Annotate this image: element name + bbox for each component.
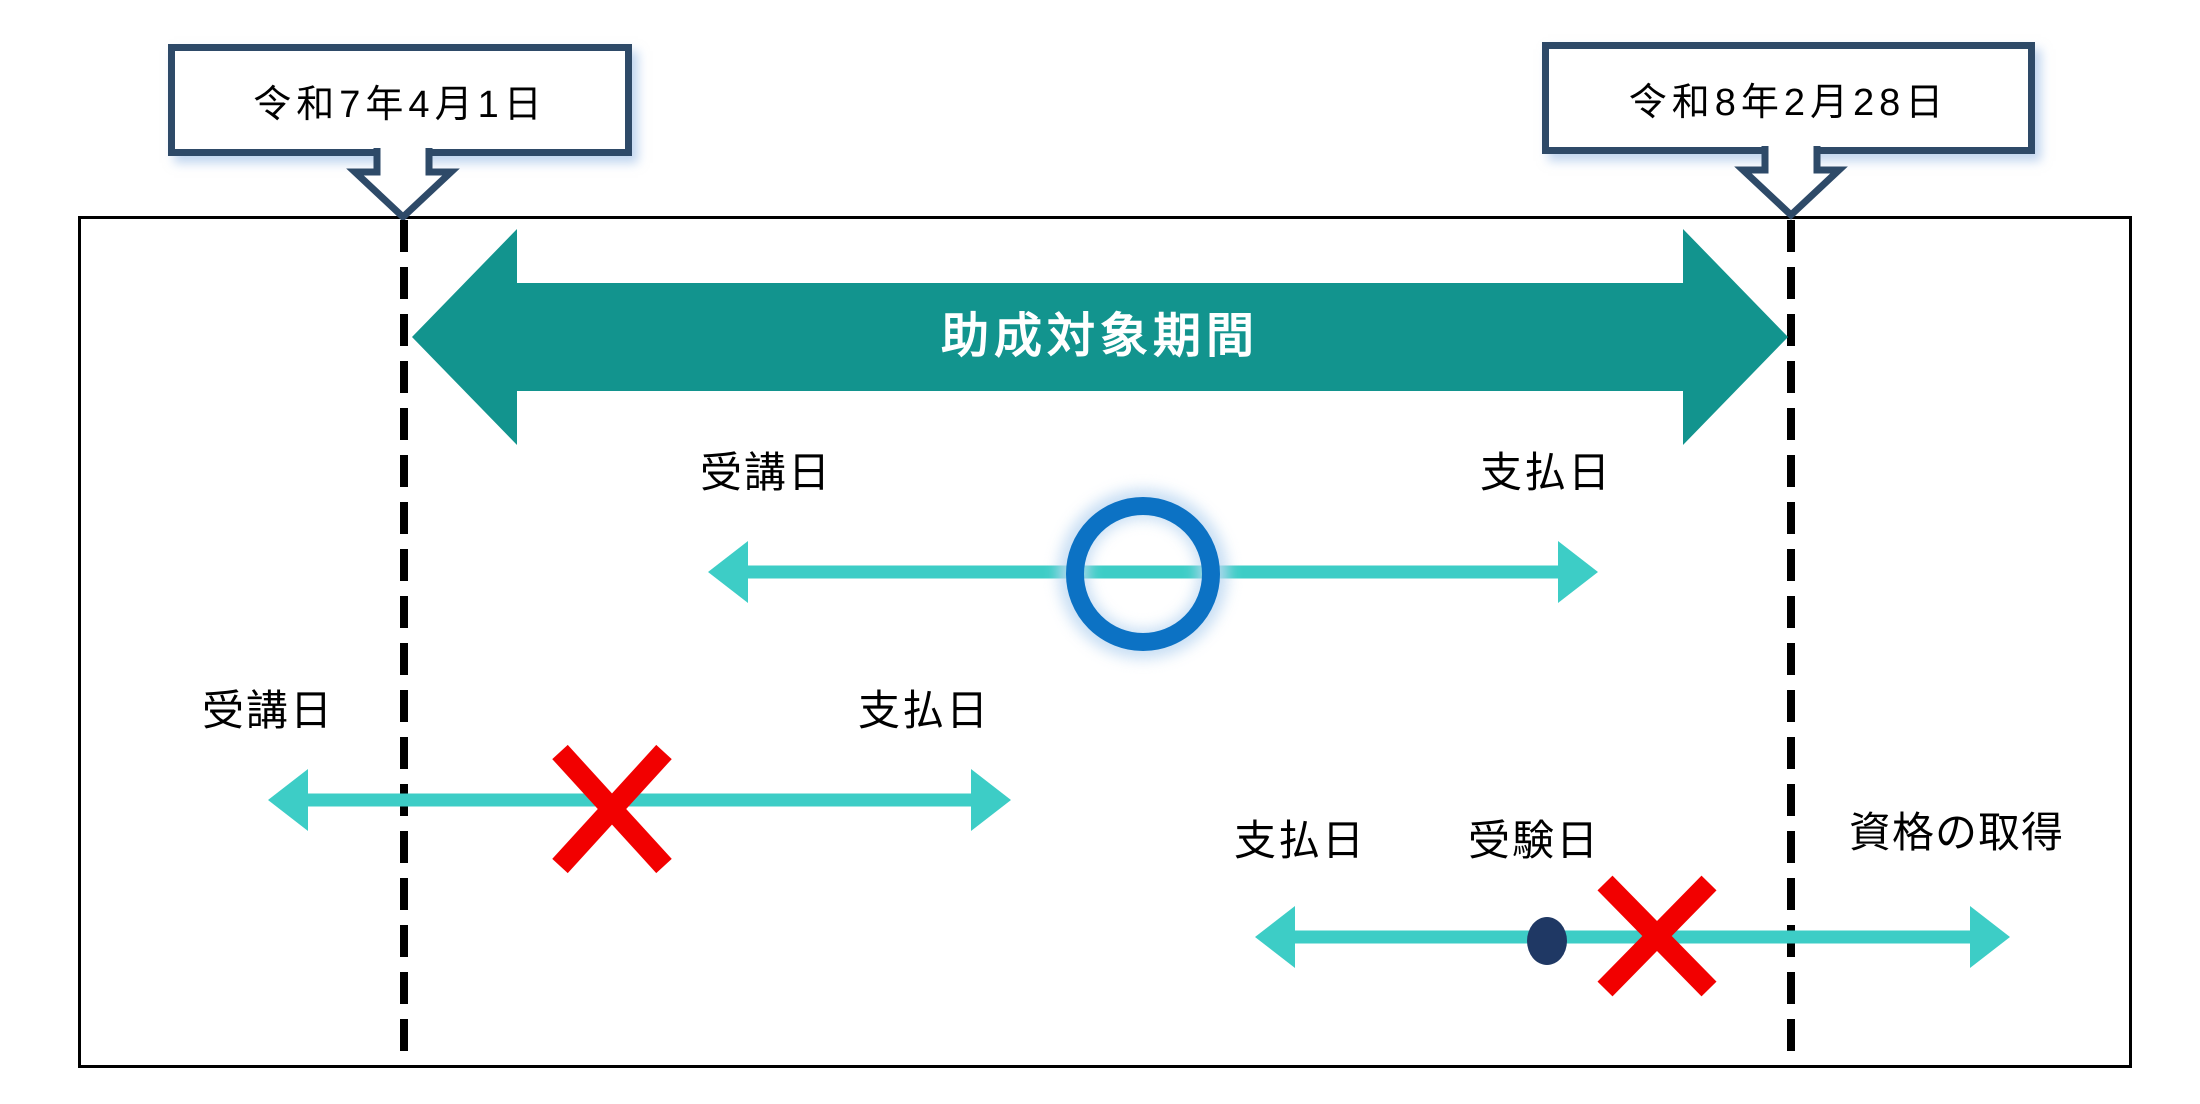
- case3-qualification-label: 資格の取得: [1849, 809, 2065, 856]
- subsidy-period-arrow: [412, 229, 1788, 445]
- case1-course-date-label: 受講日: [700, 449, 833, 496]
- timeline-ng1-arrow: [268, 769, 1011, 831]
- ng-cross-icon-2b: [1597, 875, 1717, 997]
- start-date-pointer-icon: [346, 148, 460, 222]
- subsidy-period-title: 助成対象期間: [940, 310, 1259, 363]
- end-date-pointer-icon: [1734, 146, 1848, 220]
- end-date-label: 令和8年2月28日: [1628, 81, 1949, 124]
- start-date-callout: 令和7年4月1日: [168, 44, 632, 156]
- case3-payment-date-label: 支払日: [1234, 817, 1367, 864]
- case1-payment-date-label: 支払日: [1480, 449, 1613, 496]
- exam-date-dot: [1527, 917, 1567, 965]
- ng-cross-icon-1b: [552, 744, 672, 874]
- timeline-ok-arrow: [708, 541, 1598, 603]
- ok-circle-icon: [1066, 497, 1220, 651]
- case2-payment-date-label: 支払日: [858, 687, 991, 734]
- start-date-label: 令和7年4月1日: [253, 83, 547, 126]
- case3-exam-date-label: 受験日: [1468, 817, 1601, 864]
- case2-course-date-label: 受講日: [202, 687, 335, 734]
- timeline-ng2-arrow: [1255, 906, 2010, 968]
- end-date-callout: 令和8年2月28日: [1542, 42, 2035, 154]
